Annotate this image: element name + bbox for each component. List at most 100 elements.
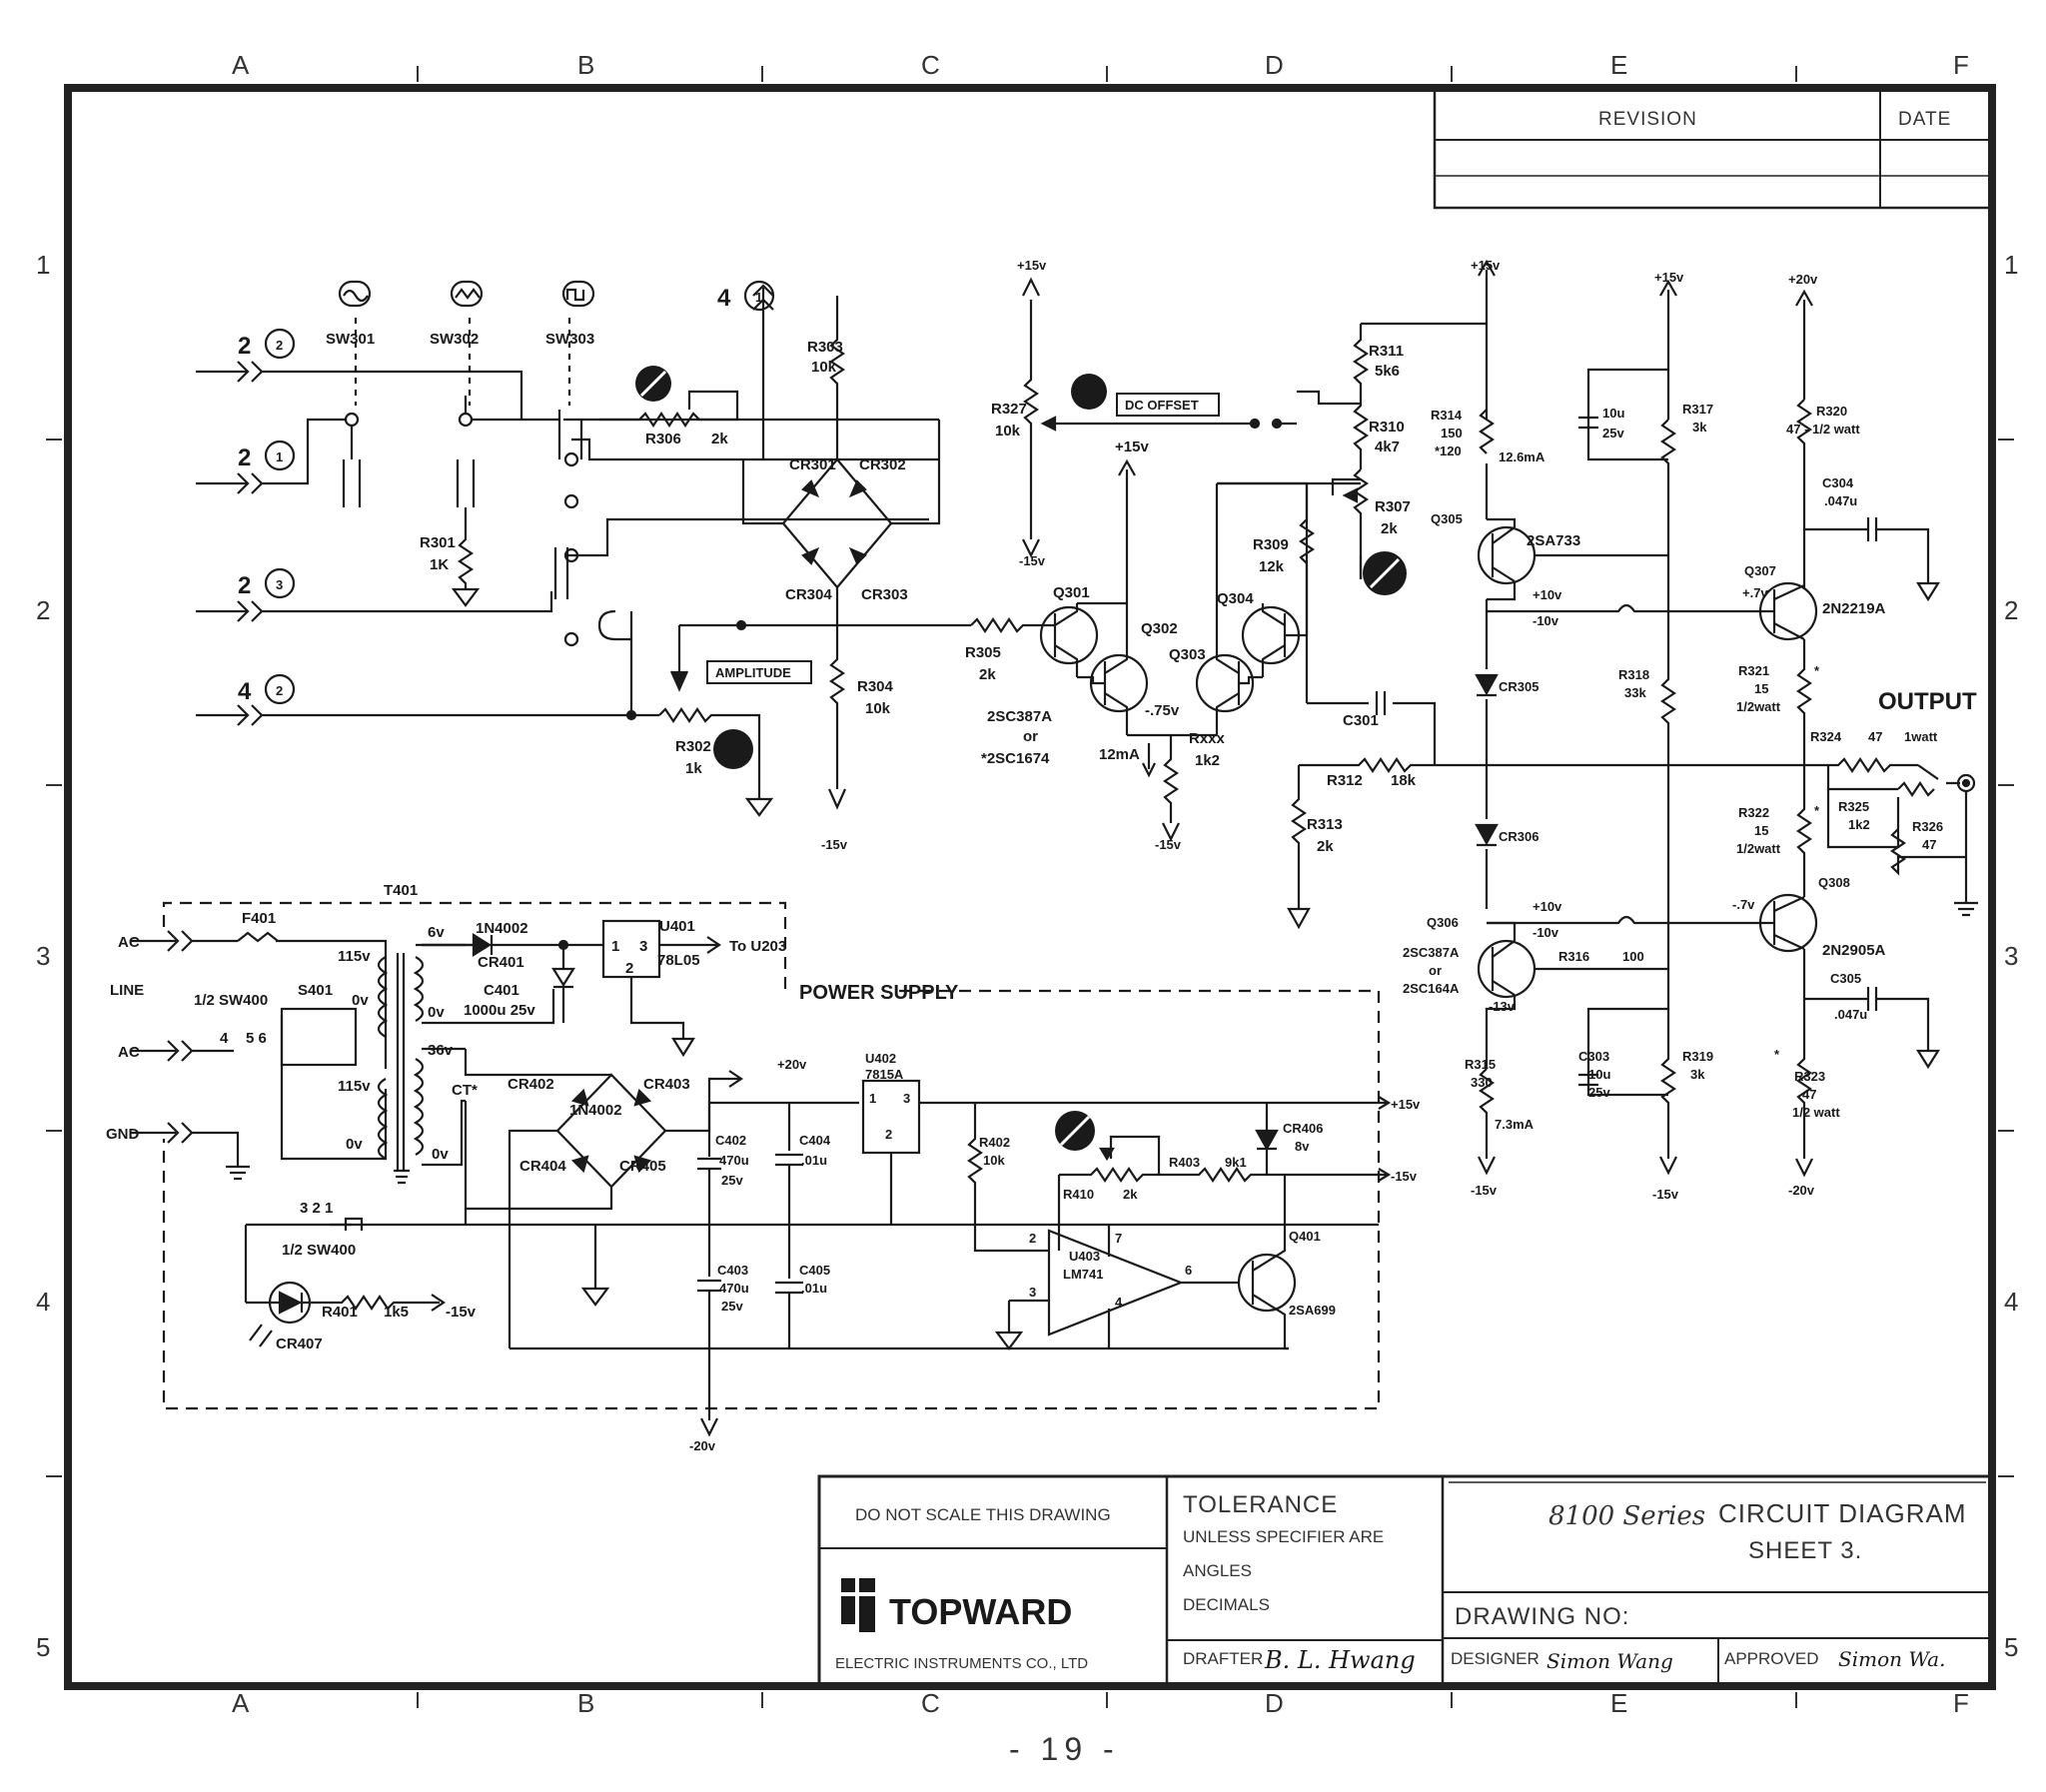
r403-label: R403 bbox=[1169, 1155, 1200, 1170]
t401-label: T401 bbox=[384, 882, 418, 899]
svg-text:2: 2 bbox=[276, 338, 283, 353]
r410-label: R410 bbox=[1063, 1187, 1094, 1202]
c403-label: C403 bbox=[717, 1263, 748, 1278]
q305-label: Q305 bbox=[1431, 511, 1463, 526]
c401-value: 1000u 25v bbox=[464, 1002, 535, 1019]
topward-logo bbox=[841, 1578, 875, 1632]
r302-value: 1k bbox=[685, 760, 702, 777]
r324-value: 47 bbox=[1868, 729, 1882, 744]
date-header: DATE bbox=[1898, 109, 1951, 130]
r310-label: R310 bbox=[1369, 419, 1405, 436]
c304-value: .047u bbox=[1824, 493, 1857, 508]
sw400-upper-label: 1/2 SW400 bbox=[194, 992, 268, 1009]
amplitude-label: AMPLITUDE bbox=[715, 665, 791, 680]
tail-current: 12mA bbox=[1099, 746, 1140, 763]
c301-label: C301 bbox=[1343, 712, 1379, 729]
r401-supply-minus: -15v bbox=[446, 1304, 477, 1321]
r402-label: R402 bbox=[979, 1135, 1010, 1150]
drafter-label: DRAFTER bbox=[1183, 1649, 1263, 1668]
q306-type: 2SC387A bbox=[1403, 945, 1460, 960]
r311-value: 5k6 bbox=[1375, 363, 1400, 380]
cr405-label: CR405 bbox=[619, 1158, 666, 1175]
q302-label: Q302 bbox=[1141, 620, 1178, 637]
grid-row-5: 5 bbox=[36, 1632, 50, 1662]
bias-minus-10: -10v bbox=[1533, 613, 1559, 628]
r321-power: 1/2watt bbox=[1736, 699, 1781, 714]
r325-value: 1k2 bbox=[1848, 817, 1870, 832]
c304-label: C304 bbox=[1822, 475, 1854, 490]
line-label: LINE bbox=[110, 982, 144, 999]
sheet-number: SHEET 3. bbox=[1748, 1537, 1862, 1564]
r322-power: 1/2watt bbox=[1736, 841, 1781, 856]
r317-label: R317 bbox=[1682, 402, 1713, 417]
c401-label: C401 bbox=[484, 982, 519, 999]
cr303-label: CR303 bbox=[861, 586, 908, 603]
q401-type: 2SA699 bbox=[1289, 1303, 1336, 1318]
regulated-plus-15: +15v bbox=[1391, 1097, 1421, 1112]
r321-value: 15 bbox=[1754, 681, 1768, 696]
grid-row-1: 1 bbox=[36, 250, 50, 280]
bias-minus-10-lower: -10v bbox=[1533, 925, 1559, 940]
q301-type: 2SC387A bbox=[987, 708, 1052, 725]
f401-label: F401 bbox=[242, 910, 276, 927]
drawing-frame bbox=[46, 66, 2014, 1708]
grid-col-b: B bbox=[577, 50, 594, 80]
r326-label: R326 bbox=[1912, 819, 1943, 834]
r402-value: 10k bbox=[983, 1153, 1005, 1168]
r320-label: R320 bbox=[1816, 404, 1847, 419]
power-supply-section: T401 F401 AC LINE AC GND 1/2 SW400 S401 … bbox=[106, 882, 1421, 1453]
cr301-label: CR301 bbox=[789, 456, 836, 473]
r321-star: * bbox=[1814, 663, 1820, 678]
r327-supply-minus: -15v bbox=[1019, 553, 1046, 568]
grid-col-d: D bbox=[1265, 50, 1284, 80]
decimals-label: DECIMALS bbox=[1183, 1595, 1270, 1614]
q307-label: Q307 bbox=[1744, 563, 1776, 578]
q305-type: 2SA733 bbox=[1527, 532, 1580, 549]
tail-voltage: -.75v bbox=[1145, 702, 1180, 719]
c403-voltage: 25v bbox=[721, 1299, 743, 1314]
r309-value: 12k bbox=[1259, 558, 1285, 575]
svg-text:2: 2 bbox=[276, 683, 283, 698]
cr304-label: CR304 bbox=[785, 586, 832, 603]
u403-pin2: 2 bbox=[1029, 1231, 1036, 1246]
secondary-0v-b: 0v bbox=[432, 1146, 449, 1163]
r323-power: 1/2 watt bbox=[1792, 1105, 1840, 1120]
revision-header: REVISION bbox=[1598, 109, 1697, 130]
input-4-1-label: 4 bbox=[717, 285, 731, 312]
r306-value: 2k bbox=[711, 431, 728, 448]
regulated-minus-15: -15v bbox=[1391, 1169, 1418, 1184]
c405-value: .01u bbox=[801, 1281, 827, 1296]
u402-pin3: 3 bbox=[903, 1091, 910, 1106]
title-series: 8100 Series bbox=[1548, 1501, 1705, 1531]
cr402-label: CR402 bbox=[508, 1076, 554, 1093]
r303-label: R303 bbox=[807, 339, 843, 356]
rxxx-value: 1k2 bbox=[1195, 752, 1220, 769]
grid-col-c: C bbox=[921, 50, 940, 80]
u403-type: LM741 bbox=[1063, 1267, 1103, 1282]
power-supply-title: POWER SUPPLY bbox=[799, 982, 959, 1004]
grid-col-a-bottom: A bbox=[232, 1688, 250, 1718]
q307-supply-plus: +20v bbox=[1788, 272, 1818, 287]
rectified-plus-20: +20v bbox=[777, 1057, 807, 1072]
u403-pin3: 3 bbox=[1029, 1285, 1036, 1300]
c303-label: C303 bbox=[1578, 1049, 1609, 1064]
grid-col-e: E bbox=[1610, 50, 1627, 80]
r314-label: R314 bbox=[1431, 408, 1463, 423]
r310-value: 4k7 bbox=[1375, 439, 1400, 455]
svg-text:1: 1 bbox=[276, 449, 283, 464]
c404-value: .01u bbox=[801, 1153, 827, 1168]
q306-label: Q306 bbox=[1427, 915, 1459, 930]
r323-label: R323 bbox=[1794, 1069, 1825, 1084]
r401-value: 1k5 bbox=[384, 1304, 409, 1321]
r302-adjust-marker bbox=[713, 729, 753, 769]
drawing-no-label: DRAWING NO: bbox=[1455, 1603, 1629, 1630]
r327-value: 10k bbox=[995, 423, 1021, 440]
s401-label: S401 bbox=[298, 982, 333, 999]
gnd-label: GND bbox=[106, 1126, 140, 1143]
u403-pin7: 7 bbox=[1115, 1231, 1122, 1246]
cr407-label: CR407 bbox=[276, 1336, 323, 1352]
secondary-ct: CT* bbox=[452, 1082, 478, 1099]
bias-plus-10-lower: +10v bbox=[1533, 899, 1562, 914]
r326-value: 47 bbox=[1922, 837, 1936, 852]
u402-label: U402 bbox=[865, 1051, 896, 1066]
